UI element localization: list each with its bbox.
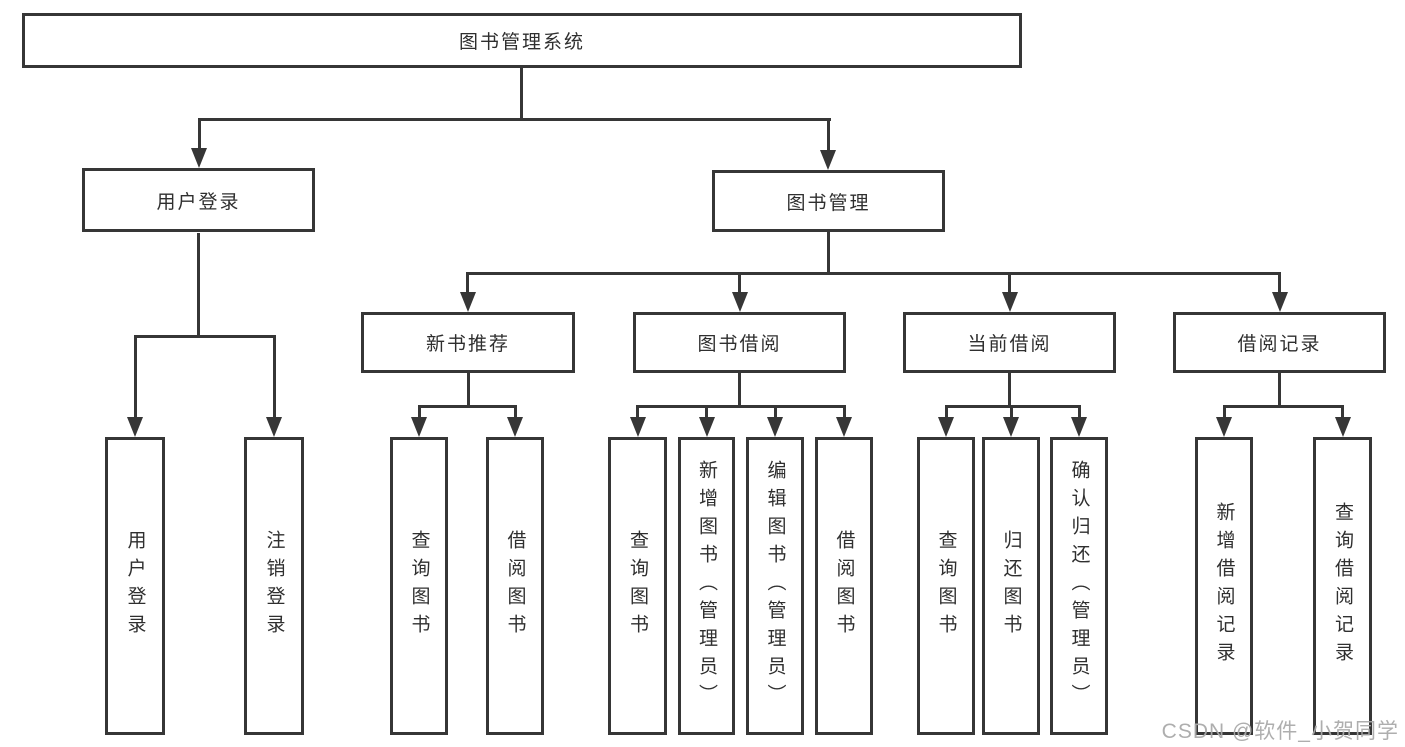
leaf-return-books: 归还图书 — [982, 437, 1040, 735]
connector-line — [198, 118, 831, 121]
csdn-watermark: CSDN @软件_小贺同学 — [1161, 720, 1399, 743]
node-label: 新书推荐 — [425, 334, 510, 355]
arrow-down-icon — [411, 417, 427, 437]
connector-line — [134, 335, 276, 338]
connector-line — [134, 335, 137, 419]
connector-line — [1278, 373, 1281, 408]
connector-line — [827, 232, 830, 275]
connector-line — [198, 118, 201, 150]
node-label: 查询图书 — [408, 530, 430, 642]
arrow-down-icon — [630, 417, 646, 437]
node-label: 图书借阅 — [697, 334, 782, 355]
connector-line — [520, 67, 523, 120]
leaf-add-borrow-record: 新增借阅记录 — [1195, 437, 1253, 735]
connector-line — [418, 405, 516, 408]
leaf-logout: 注销登录 — [244, 437, 304, 735]
node-label: 确认归还（管理员） — [1068, 460, 1090, 712]
connector-line — [1008, 272, 1011, 294]
connector-line — [1010, 405, 1013, 419]
node-label: 用户登录 — [156, 191, 241, 213]
node-current-borrow: 当前借阅 — [903, 312, 1116, 373]
connector-line — [418, 405, 421, 419]
connector-line — [467, 373, 470, 408]
node-label: 借阅记录 — [1237, 334, 1322, 355]
connector-line — [1341, 405, 1344, 419]
leaf-user-login: 用户登录 — [105, 437, 165, 735]
connector-line — [705, 405, 708, 419]
connector-line — [273, 335, 276, 419]
leaf-edit-book-admin: 编辑图书（管理员） — [746, 437, 804, 735]
arrow-down-icon — [1002, 292, 1018, 312]
node-borrow-records: 借阅记录 — [1173, 312, 1386, 373]
arrow-down-icon — [699, 417, 715, 437]
arrow-down-icon — [836, 417, 852, 437]
arrow-down-icon — [820, 150, 836, 170]
node-label: 新增借阅记录 — [1213, 502, 1235, 670]
leaf-borrow-books: 借阅图书 — [486, 437, 544, 735]
node-label: 新增图书（管理员） — [696, 460, 717, 712]
connector-line — [636, 405, 845, 408]
connector-line — [774, 405, 777, 419]
node-label: 查询图书 — [627, 530, 648, 642]
node-label: 借阅图书 — [833, 530, 855, 642]
arrow-down-icon — [732, 292, 748, 312]
connector-line — [738, 373, 741, 408]
connector-line — [1223, 405, 1344, 408]
leaf-query-books: 查询图书 — [917, 437, 975, 735]
connector-line — [466, 272, 469, 294]
connector-line — [738, 272, 741, 294]
arrow-down-icon — [1216, 417, 1232, 437]
node-label: 图书管理系统 — [458, 32, 585, 53]
node-label: 归还图书 — [1000, 530, 1022, 642]
node-label: 查询图书 — [935, 530, 957, 642]
arrow-down-icon — [127, 417, 143, 437]
connector-line — [1008, 373, 1011, 408]
connector-line — [1278, 272, 1281, 294]
arrow-down-icon — [1003, 417, 1019, 437]
arrow-down-icon — [191, 148, 207, 168]
arrow-down-icon — [460, 292, 476, 312]
node-label: 图书管理 — [786, 192, 871, 214]
node-label: 编辑图书（管理员） — [764, 460, 786, 712]
node-label: 当前借阅 — [967, 334, 1052, 355]
leaf-query-books: 查询图书 — [390, 437, 448, 735]
node-label: 注销登录 — [263, 530, 285, 642]
arrow-down-icon — [1071, 417, 1087, 437]
node-label: 用户登录 — [124, 530, 146, 642]
node-label: 借阅图书 — [504, 530, 526, 642]
connector-line — [843, 405, 846, 419]
connector-line — [467, 272, 1281, 275]
arrow-down-icon — [767, 417, 783, 437]
connector-line — [1078, 405, 1081, 419]
node-user-login: 用户登录 — [82, 168, 315, 232]
leaf-borrow-books: 借阅图书 — [815, 437, 873, 735]
node-book-management: 图书管理 — [712, 170, 945, 232]
arrow-down-icon — [938, 417, 954, 437]
node-book-borrow: 图书借阅 — [633, 312, 846, 373]
node-label: 查询借阅记录 — [1332, 502, 1353, 670]
arrow-down-icon — [266, 417, 282, 437]
node-new-book-recommend: 新书推荐 — [361, 312, 575, 373]
node-root: 图书管理系统 — [22, 13, 1022, 68]
connector-line — [197, 233, 200, 338]
connector-line — [514, 405, 517, 419]
connector-line — [1223, 405, 1226, 419]
leaf-query-borrow-record: 查询借阅记录 — [1313, 437, 1372, 735]
connector-line — [636, 405, 639, 419]
leaf-confirm-return-admin: 确认归还（管理员） — [1050, 437, 1108, 735]
arrow-down-icon — [507, 417, 523, 437]
connector-line — [827, 118, 830, 152]
connector-line — [945, 405, 948, 419]
arrow-down-icon — [1335, 417, 1351, 437]
arrow-down-icon — [1272, 292, 1288, 312]
leaf-query-books: 查询图书 — [608, 437, 667, 735]
leaf-add-book-admin: 新增图书（管理员） — [678, 437, 735, 735]
